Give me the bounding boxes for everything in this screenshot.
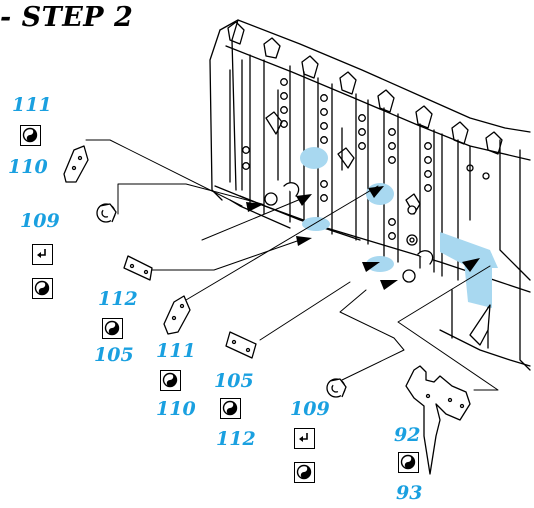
glue-icon xyxy=(398,452,419,473)
part-110-upper xyxy=(63,145,89,183)
part-number-93: 93 xyxy=(396,482,423,504)
glue-icon xyxy=(294,462,315,483)
part-number-105: 105 xyxy=(94,344,134,366)
part-105-lower xyxy=(225,331,257,359)
water-slide-icon xyxy=(294,428,315,449)
part-109-upper xyxy=(96,203,117,223)
hull-fin xyxy=(469,304,491,346)
water-slide-icon xyxy=(32,244,53,265)
part-number-112: 112 xyxy=(98,288,138,310)
part-92-bracket xyxy=(405,365,471,475)
part-112-upper xyxy=(123,255,153,281)
glue-icon xyxy=(102,318,123,339)
part-number-92: 92 xyxy=(394,424,421,446)
rib-holes xyxy=(242,78,490,240)
glue-icon xyxy=(20,125,41,146)
part-110-lower xyxy=(163,295,191,335)
hull-frame xyxy=(209,19,531,371)
part-number-109: 109 xyxy=(20,210,60,232)
leader-lines xyxy=(85,139,499,391)
hull-pins xyxy=(264,182,434,283)
arrowheads xyxy=(246,186,480,290)
part-number-112: 112 xyxy=(216,428,256,450)
part-number-110: 110 xyxy=(8,156,48,178)
glue-icon xyxy=(220,398,241,419)
part-number-111: 111 xyxy=(12,94,52,116)
glue-icon xyxy=(32,278,53,299)
part-109-lower xyxy=(326,378,347,398)
part-number-105: 105 xyxy=(214,370,254,392)
step-title: - STEP 2 xyxy=(0,2,134,33)
part-number-110: 110 xyxy=(156,398,196,420)
frame-ribs xyxy=(229,54,459,281)
part-number-111: 111 xyxy=(156,340,196,362)
part-number-109: 109 xyxy=(290,398,330,420)
glue-icon xyxy=(160,370,181,391)
